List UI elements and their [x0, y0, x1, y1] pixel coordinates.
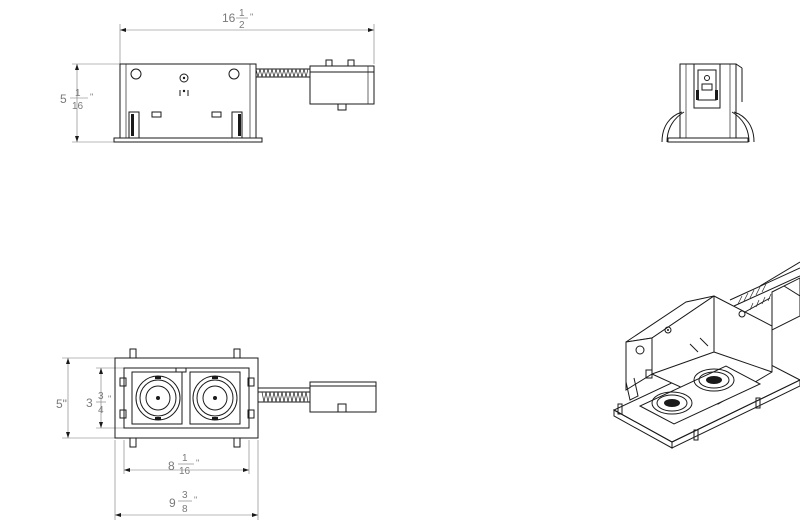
svg-text:5: 5 [60, 92, 67, 106]
isometric-view [612, 261, 800, 449]
svg-text:16: 16 [72, 101, 84, 112]
height-dimension-label: 5 1 16 " [60, 88, 93, 112]
outer-width-dimension-label: 9 3 8 " [169, 490, 197, 515]
svg-text:16: 16 [222, 11, 236, 25]
svg-text:16: 16 [179, 466, 191, 477]
svg-text:1: 1 [239, 8, 245, 19]
side-elevation-view [661, 63, 755, 143]
svg-text:": " [194, 495, 197, 505]
svg-text:3: 3 [182, 490, 188, 501]
svg-text:2: 2 [239, 20, 245, 31]
svg-text:9: 9 [169, 496, 176, 510]
svg-text:": " [196, 458, 199, 468]
svg-text:3: 3 [98, 391, 104, 402]
svg-text:4: 4 [98, 405, 104, 416]
svg-text:1: 1 [75, 88, 81, 99]
svg-text:8: 8 [182, 504, 188, 515]
front-elevation-view: 16 1 2 " 5 1 16 " [60, 8, 375, 143]
length-dimension-label: 16 1 2 " [222, 8, 253, 31]
svg-text:3: 3 [86, 396, 93, 410]
svg-text:": " [108, 394, 111, 404]
inner-depth-dimension-label: 3 3 4 " [86, 391, 111, 416]
svg-text:8: 8 [168, 459, 175, 473]
plan-view: 5" 3 3 4 " 8 1 16 " [56, 348, 377, 520]
svg-text:1: 1 [182, 453, 188, 464]
svg-text:": " [90, 92, 93, 102]
depth-dimension-label: 5" [56, 397, 67, 411]
inner-width-dimension-label: 8 1 16 " [168, 453, 199, 477]
svg-text:": " [250, 12, 253, 22]
